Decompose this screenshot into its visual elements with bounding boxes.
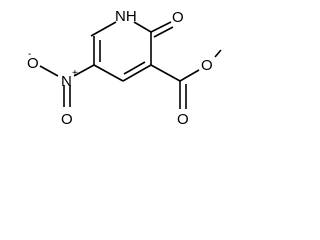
bond-c2-o-b	[153, 26, 174, 38]
charge-label-nitro-plus: +	[72, 68, 78, 79]
atom-label-ring-carbonyl-o: O	[172, 9, 184, 26]
atom-label-nitro-n: N	[61, 73, 72, 90]
bond-c2-o-a	[150, 21, 172, 33]
bond-n1-c2	[133, 21, 152, 33]
charge-label-nitro-minus: -	[28, 49, 31, 60]
bond-o-methyl	[214, 49, 222, 58]
bond-c4-c5	[93, 64, 124, 82]
bond-n1-c6	[90, 21, 117, 37]
bond-c3-c4-inner	[123, 61, 146, 75]
molecule-diagram: NH O N + O - O O O	[27, 8, 222, 128]
bond-nitro-n-o-left	[39, 65, 59, 77]
bond-c3-ester-c	[150, 64, 181, 82]
bond-c5-nitro-n	[73, 64, 95, 77]
atom-label-nitro-o-bottom: O	[61, 111, 73, 128]
atom-label-nh: NH	[115, 8, 137, 25]
atom-label-ester-carbonyl-o: O	[177, 111, 189, 128]
atom-label-nitro-o-left: O	[27, 55, 39, 72]
atom-label-ester-ether-o: O	[201, 57, 213, 74]
bond-ester-c-o-ether	[179, 69, 200, 82]
bond-c3-c4	[122, 64, 152, 82]
